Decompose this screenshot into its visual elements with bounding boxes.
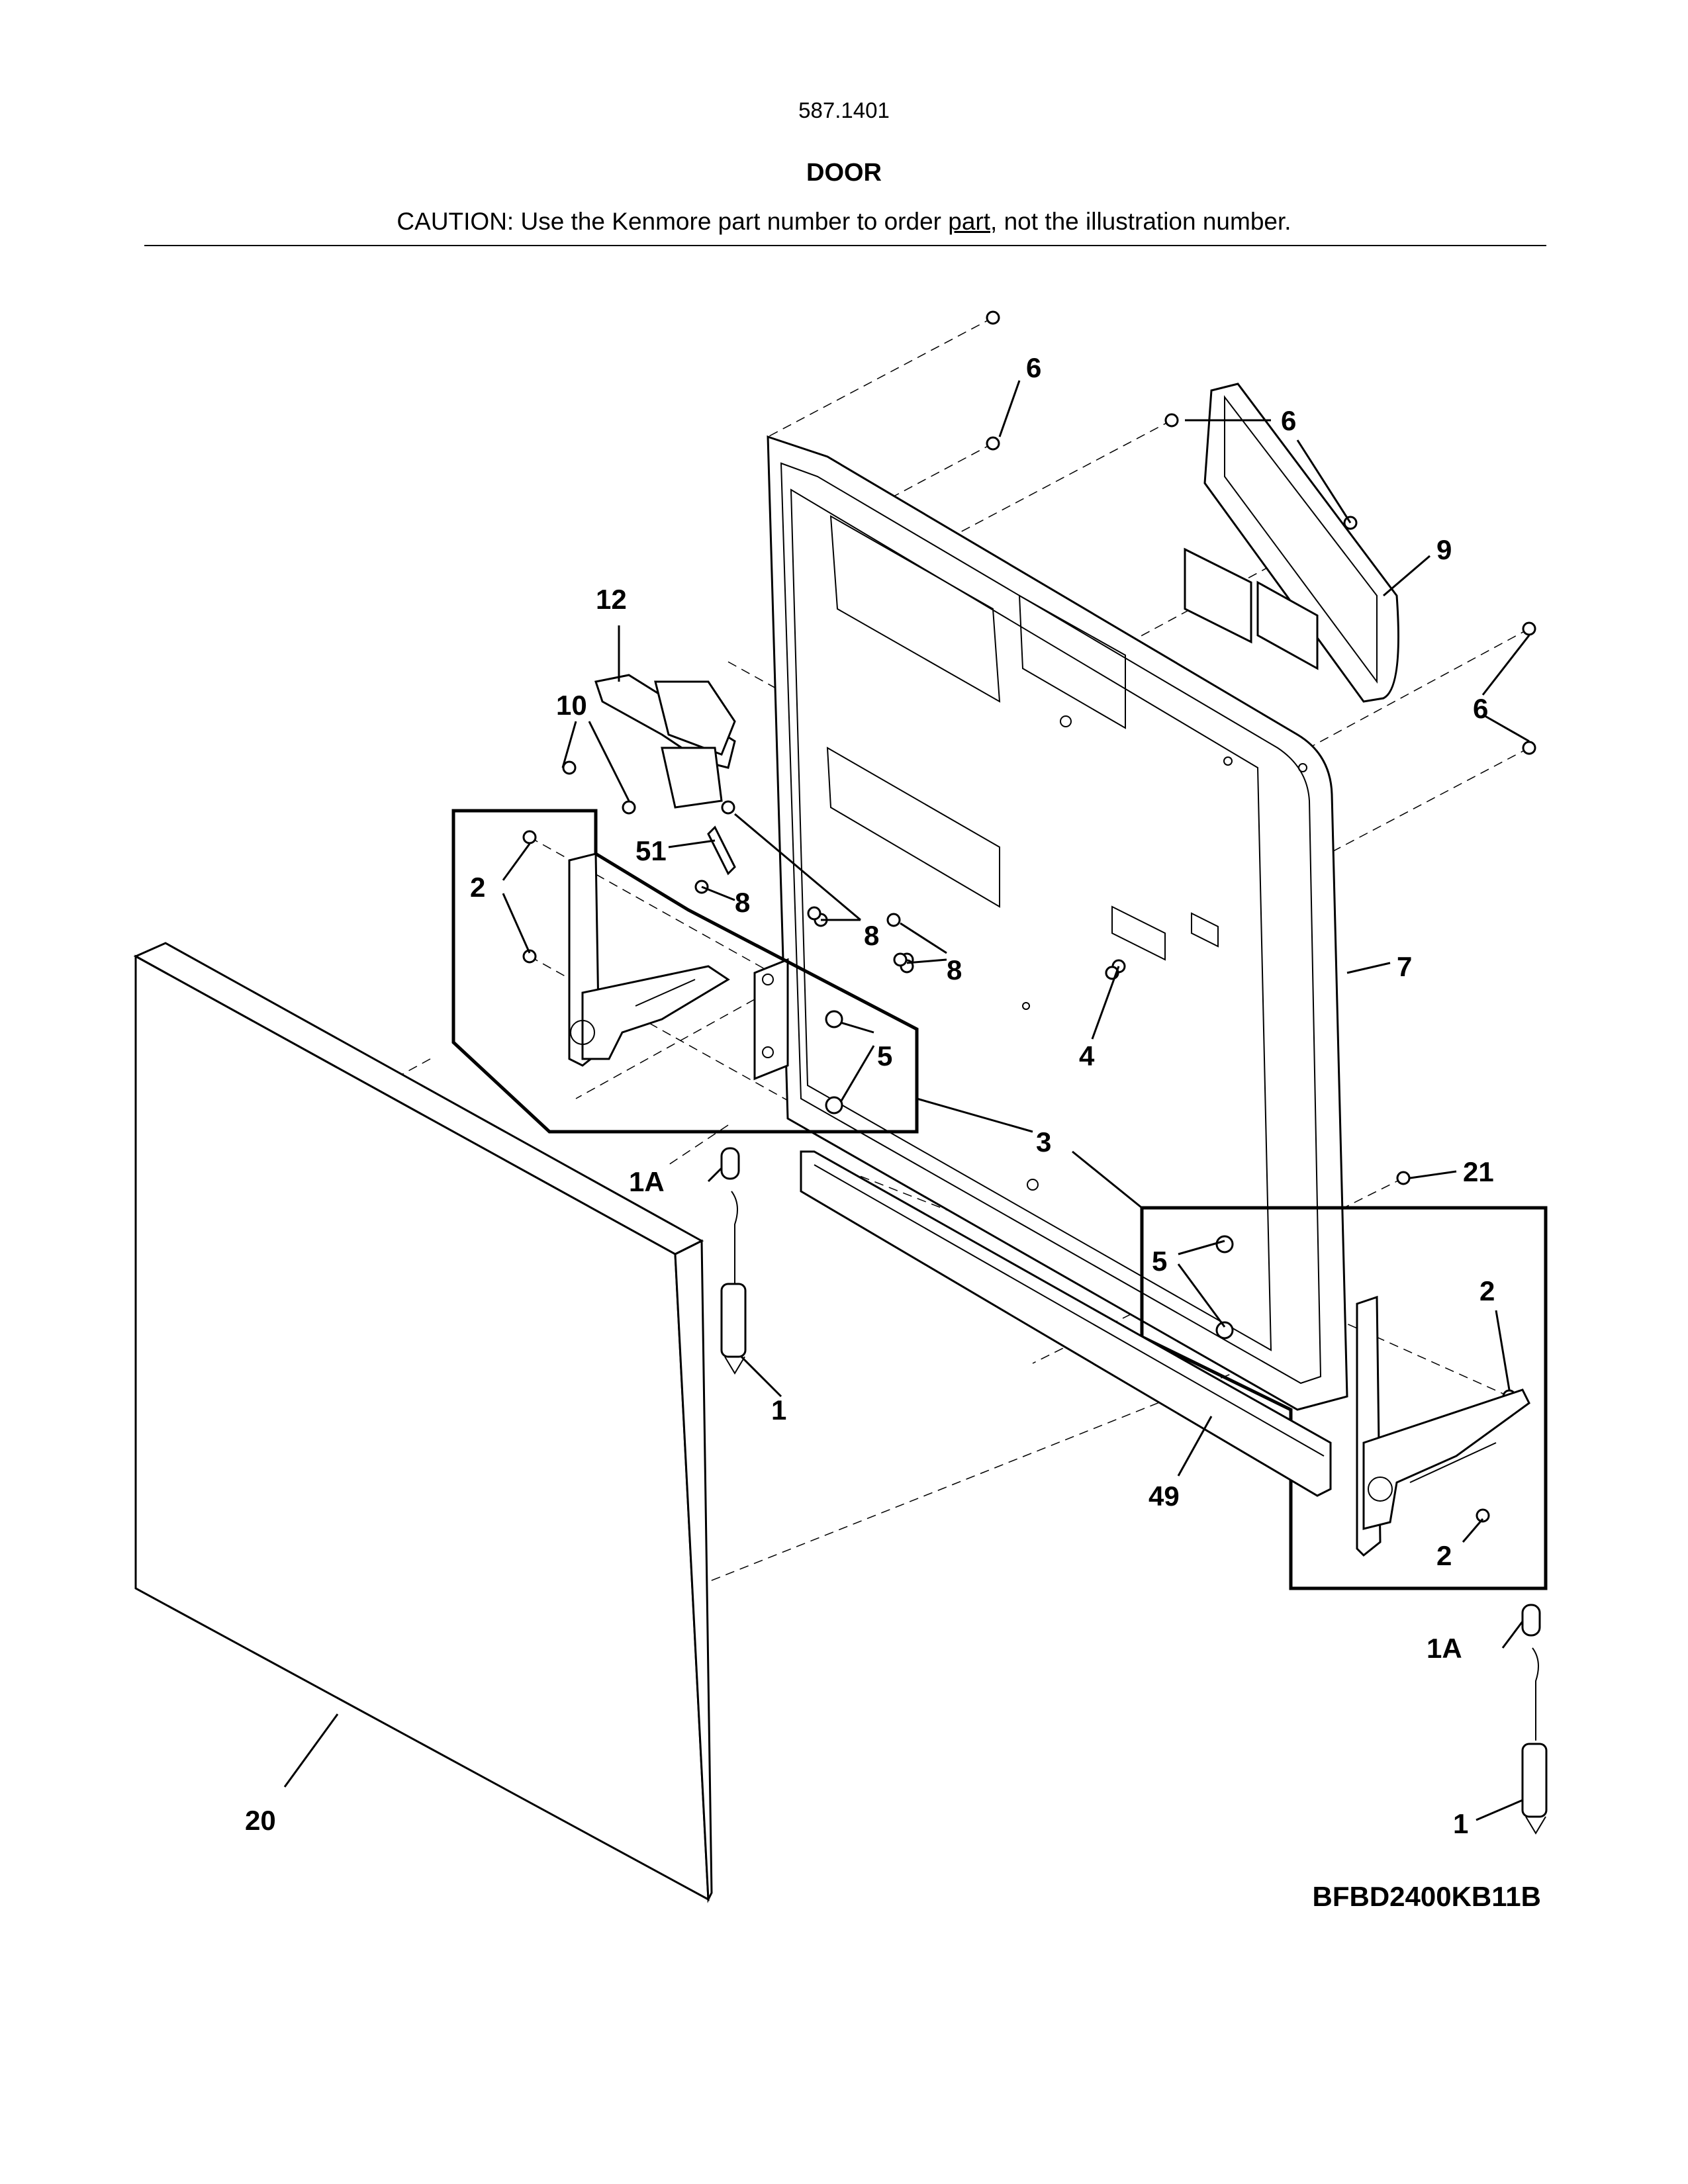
callout-6: 6 — [1281, 405, 1296, 436]
callout-5: 5 — [1152, 1246, 1167, 1277]
callout-numbers: 6 6 9 12 6 10 51 2 8 8 8 7 4 5 3 21 1A 5… — [245, 352, 1495, 1839]
left-hinge-detail-box — [451, 809, 919, 1134]
callout-2: 2 — [1436, 1540, 1452, 1571]
callout-1A: 1A — [629, 1166, 665, 1197]
callout-49: 49 — [1149, 1480, 1180, 1512]
callout-1: 1 — [771, 1394, 786, 1426]
callout-51: 51 — [635, 835, 667, 866]
callout-10: 10 — [556, 690, 587, 721]
left-hinge-mount — [753, 958, 789, 1081]
header-rule — [144, 245, 1546, 246]
caution-text-suffix: , not the illustration number. — [990, 208, 1291, 235]
callout-9: 9 — [1436, 534, 1452, 565]
door-trim-strip — [800, 1150, 1332, 1497]
callout-5: 5 — [877, 1040, 892, 1071]
model-code: BFBD2400KB11B — [1312, 1881, 1541, 1912]
control-module — [1184, 383, 1399, 703]
caution-text-prefix: CAUTION: Use the Kenmore part number to … — [397, 208, 949, 235]
outer-door-panel — [133, 942, 713, 1903]
caution-text-underlined: part — [948, 208, 991, 235]
door-latch-assembly — [594, 674, 736, 809]
callout-leader-lines — [283, 380, 1530, 1821]
door-spacer — [707, 825, 736, 876]
inner-door-panel — [767, 435, 1348, 1411]
callout-2: 2 — [470, 872, 485, 903]
callout-20: 20 — [245, 1805, 276, 1836]
screws — [522, 310, 1536, 1523]
callout-12: 12 — [596, 584, 627, 615]
callout-2: 2 — [1479, 1275, 1495, 1306]
callout-1A: 1A — [1427, 1633, 1462, 1664]
page-title: DOOR — [806, 159, 882, 187]
caution-note: CAUTION: Use the Kenmore part number to … — [0, 208, 1688, 236]
callout-6: 6 — [1473, 693, 1488, 724]
callout-3: 3 — [1036, 1126, 1051, 1158]
callout-8: 8 — [735, 887, 750, 918]
model-number: 587.1401 — [798, 98, 890, 122]
callout-4: 4 — [1079, 1040, 1095, 1071]
callout-6: 6 — [1026, 352, 1041, 383]
callout-8: 8 — [947, 954, 962, 985]
door-springs — [720, 1147, 1548, 1835]
callout-8: 8 — [864, 920, 879, 951]
callout-21: 21 — [1463, 1156, 1494, 1187]
callout-7: 7 — [1397, 951, 1412, 982]
callout-1: 1 — [1453, 1808, 1468, 1839]
